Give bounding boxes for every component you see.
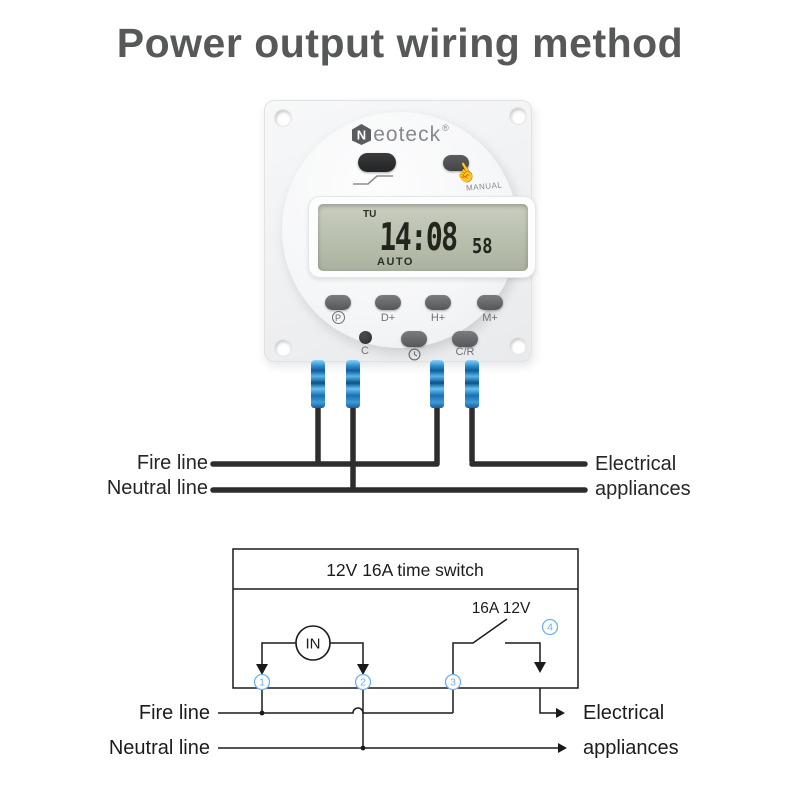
mounting-hole [510, 108, 526, 124]
manual-button [443, 155, 469, 171]
terminal-number-3: 3 [450, 677, 456, 689]
clock-button [401, 331, 427, 347]
h-plus-label: H+ [430, 312, 446, 324]
c-button-label: C [361, 345, 369, 357]
terminal-circle-1 [253, 673, 271, 691]
cr-button-label: C/R [455, 346, 475, 358]
arrow-neutral [558, 743, 567, 753]
terminal-circle-4 [541, 618, 559, 636]
in-coil-label: IN [306, 636, 321, 653]
schematic-fire-line [218, 707, 453, 714]
brand-logo: N eoteck ® [282, 123, 518, 147]
electrical-appliances-label-line1: Electrical [595, 453, 677, 475]
terminal-number-2: 2 [360, 677, 366, 689]
wiring-lines [210, 401, 588, 493]
brand-name: eoteck [373, 123, 442, 146]
schematic-output-wire [539, 688, 556, 714]
junction-dot-neutral [360, 745, 366, 751]
schematic-box-title: 12V 16A time switch [326, 560, 484, 580]
mounting-hole [510, 338, 526, 354]
page-title: Power output wiring method [116, 20, 684, 66]
device-face: N eoteck ® ☝ MANUAL TU 14:08 58 AUTO P [282, 112, 536, 361]
d-plus-button [375, 295, 401, 310]
arrow-output [556, 708, 565, 718]
schematic-appliances-label-line2: appliances [583, 737, 679, 759]
timer-device: N eoteck ® ☝ MANUAL TU 14:08 58 AUTO P [264, 100, 536, 362]
lcd-mode: AUTO [377, 256, 414, 268]
schematic-neutral-label: Neutral line [109, 737, 210, 759]
mounting-hole [275, 340, 291, 356]
registered-mark: ® [442, 123, 449, 133]
terminal-circle-2 [354, 673, 372, 691]
cr-button [452, 331, 478, 347]
clock-icon [408, 348, 421, 361]
output-wire [469, 401, 588, 467]
m-plus-button [477, 295, 503, 310]
arrow-switch-out [534, 662, 546, 673]
output-button [358, 153, 396, 172]
fire-line-wire [210, 401, 440, 467]
wire-terminal-1 [311, 360, 325, 408]
wire-terminal-3 [430, 360, 444, 408]
d-plus-label: D+ [380, 312, 396, 324]
wiring-schematic: 1 2 3 4 12V 16A time switch IN 16A 12V F… [109, 548, 679, 759]
h-plus-button [425, 295, 451, 310]
lcd-time: 14:08 [378, 215, 458, 259]
p-button-label: P [325, 311, 351, 324]
fire-line-label: Fire line [136, 452, 208, 474]
c-button [359, 331, 372, 344]
wire-terminal-2 [346, 360, 360, 408]
p-button [325, 295, 351, 310]
schematic-fire-label: Fire line [139, 702, 210, 724]
lcd-bezel: TU 14:08 58 AUTO [308, 196, 536, 278]
lcd-display: TU 14:08 58 AUTO [318, 204, 528, 271]
electrical-appliances-label-line2: appliances [595, 478, 691, 500]
schematic-box [232, 548, 579, 689]
svg-text:N: N [357, 128, 366, 143]
terminal-number-4: 4 [547, 622, 553, 634]
junction-dot-fire [259, 710, 265, 716]
arrow-terminal2 [357, 664, 369, 675]
neutral-line-label: Neutral line [106, 477, 208, 499]
neoteck-hexagon-icon: N [352, 124, 372, 145]
lcd-seconds: 58 [472, 234, 493, 258]
lcd-day: TU [363, 209, 377, 220]
switch-rating-label: 16A 12V [472, 600, 531, 617]
terminal-circle-3 [444, 673, 462, 691]
schematic-appliances-label-line1: Electrical [583, 702, 664, 724]
arrow-terminal1 [256, 664, 268, 675]
terminal-number-1: 1 [259, 677, 265, 689]
wire-terminal-4 [465, 360, 479, 408]
output-switch-icon [353, 175, 393, 185]
m-plus-label: M+ [482, 312, 498, 324]
mounting-hole [275, 110, 291, 126]
manual-label: MANUAL [465, 180, 503, 193]
